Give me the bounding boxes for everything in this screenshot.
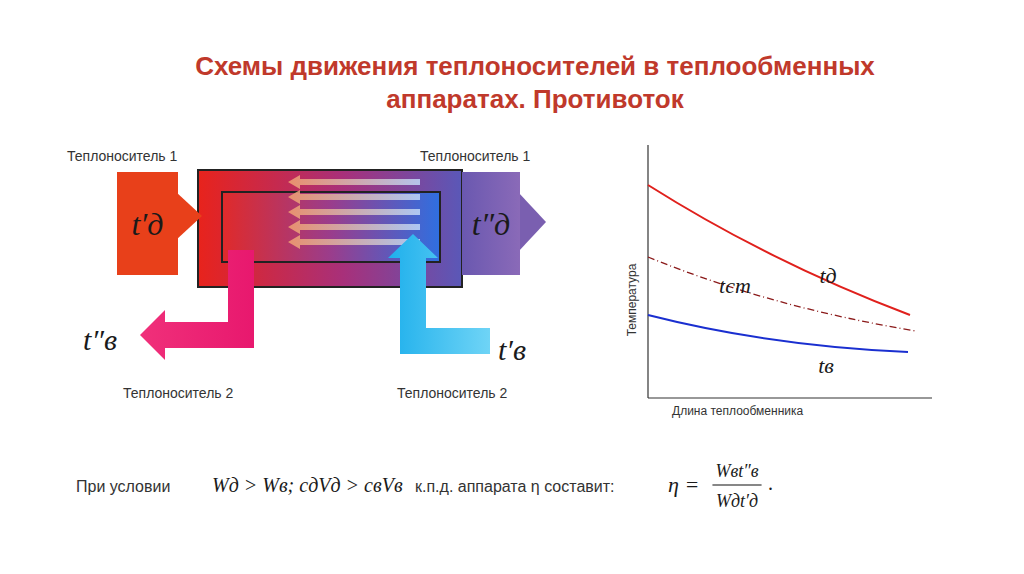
heat-flow-arrow	[288, 220, 420, 234]
formula: Wдt′д	[716, 491, 758, 512]
flow-arrows	[288, 175, 420, 249]
fluid-name: Теплоноситель 2	[397, 385, 507, 401]
fluid-name: Теплоноситель 1	[67, 148, 177, 164]
x-axis	[648, 397, 932, 398]
note-text: к.п.д. аппарата η составит:	[415, 478, 615, 496]
temperature-symbol: t″в	[83, 323, 117, 357]
note-text: При условии	[76, 478, 170, 496]
formula: .	[768, 472, 773, 495]
fluid-block: Теплоноситель 1t′д	[117, 172, 178, 275]
cold-curve	[648, 315, 908, 352]
inlet-arrow-tip	[176, 192, 202, 240]
formula: Wвt″в	[715, 461, 758, 482]
axis-title: Температура	[625, 264, 639, 337]
curve-label: tст	[719, 273, 751, 299]
heat-flow-arrow	[288, 175, 420, 189]
wall-curve	[648, 257, 916, 331]
y-axis	[647, 145, 648, 398]
curve-label: tд	[819, 263, 836, 289]
formula: η =	[668, 472, 699, 498]
fluid-name: Теплоноситель 1	[420, 148, 530, 164]
slide-title: Схемы движения теплоносителей в теплообм…	[150, 50, 920, 116]
temperature-symbol: t′в	[498, 333, 526, 367]
hot-curve	[648, 185, 910, 315]
outlet-arrow-tip	[518, 192, 546, 252]
fraction-bar	[712, 484, 761, 485]
temperature-symbol: t″д	[472, 205, 510, 242]
heat-flow-arrow	[288, 190, 420, 204]
heat-flow-arrow	[288, 205, 420, 219]
fluid-name: Теплоноситель 2	[123, 385, 233, 401]
formula: Wд > Wв; cдVд > cвVв	[212, 474, 403, 497]
fluid-block: Теплоноситель 1t″д	[462, 172, 520, 275]
temperature-symbol: t′д	[131, 205, 163, 242]
axis-title: Длина теплообменника	[672, 404, 803, 418]
curve-label: tв	[818, 353, 834, 379]
